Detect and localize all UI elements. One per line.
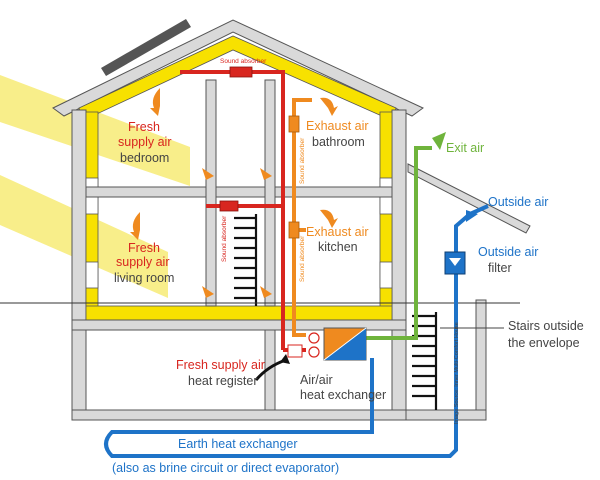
basement-floor	[71, 409, 407, 421]
label-bedroom: bedroom	[120, 151, 169, 165]
wall-right	[391, 109, 407, 321]
label-fresh-heat-1: Fresh supply air	[176, 358, 265, 372]
ground-slab	[71, 319, 407, 331]
label-exhaust-bathroom: Exhaust air	[306, 119, 369, 133]
label-fresh-bedroom-1: Fresh	[128, 120, 160, 134]
label-stairs-1: Stairs outside	[508, 319, 584, 333]
roof	[52, 19, 424, 117]
basement-wall-left	[71, 329, 87, 411]
label-heat-exchanger-1: Air/air	[300, 373, 333, 387]
label-sound-absorber-v3: Sound absorber	[299, 235, 306, 282]
annex-wall	[475, 299, 487, 413]
label-fresh-bedroom-2: supply air	[118, 135, 172, 149]
exit-air-arrow	[432, 132, 446, 150]
label-stairs-2: the envelope	[508, 336, 580, 350]
fresh-air-duct	[180, 70, 285, 350]
column-2	[264, 79, 276, 307]
ground-slab-insulation	[85, 305, 393, 321]
sound-absorber-bathroom	[288, 115, 300, 133]
label-heat-exchanger-2: heat exchanger	[300, 388, 386, 402]
heat-exchanger-box	[323, 327, 367, 361]
label-fresh-living-1: Fresh	[128, 241, 160, 255]
filter-icon-mark	[449, 258, 461, 266]
exhaust-air-duct	[292, 98, 312, 337]
exit-air-duct	[366, 146, 432, 340]
interior-stairs	[234, 214, 258, 306]
solar-panel	[101, 19, 191, 76]
heat-register-pointer-head	[280, 354, 290, 364]
label-exit-air: Exit air	[446, 141, 484, 155]
annex-roof	[407, 163, 531, 234]
air-flow-arrows	[130, 88, 338, 298]
annex-floor	[405, 409, 487, 421]
label-fresh-heat-2: heat register	[188, 374, 257, 388]
label-earth-note: (also as brine circuit or direct evapora…	[112, 461, 339, 475]
fan-icon-1	[308, 332, 320, 344]
label-outside-air: Outside air	[488, 195, 548, 209]
fan-icon-2	[308, 346, 320, 358]
window-right-lower	[379, 261, 393, 289]
label-outside-air-filter-2: filter	[488, 261, 512, 275]
label-bathroom: bathroom	[312, 135, 365, 149]
label-kitchen: kitchen	[318, 240, 358, 254]
label-earth-heat-exchanger: Earth heat exchanger	[178, 437, 298, 451]
label-exhaust-kitchen: Exhaust air	[306, 225, 369, 239]
label-fresh-living-2: supply air	[116, 255, 170, 269]
label-sound-absorber-v1: Sound absorber	[299, 137, 306, 184]
window-left-lower	[85, 261, 99, 289]
basement-wall-right	[391, 329, 407, 411]
image-credit: Image Source: Inner Multi-Comfort House	[454, 322, 460, 424]
heat-register-icon	[287, 344, 303, 358]
outside-air-duct	[104, 204, 489, 458]
sound-absorber-top	[229, 66, 253, 78]
label-sound-absorber-top: Sound absorber	[220, 58, 267, 65]
sound-absorber-kitchen	[288, 221, 300, 239]
sound-absorber-living	[219, 200, 239, 212]
wall-left	[71, 109, 87, 321]
outside-air-arrow	[466, 210, 478, 222]
label-living-room: living room	[114, 271, 174, 285]
column-1	[205, 79, 217, 307]
label-sound-absorber-v2: Sound absorber	[221, 215, 228, 262]
label-outside-air-filter-1: Outside air	[478, 245, 538, 259]
floor-slab-middle	[85, 186, 393, 198]
